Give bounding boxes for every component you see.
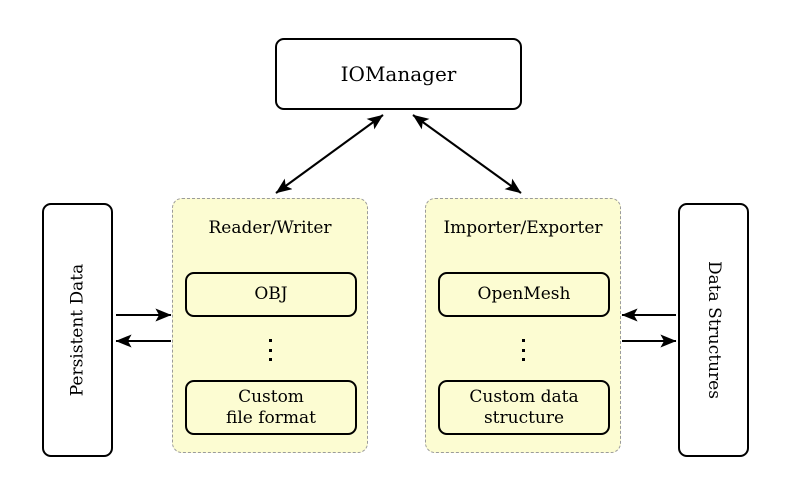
- node-custom-data-structure[interactable]: Custom data structure: [438, 380, 610, 435]
- group-reader-writer[interactable]: Reader/Writer OBJ Custom file format: [172, 198, 368, 453]
- node-custom-data-structure-label-line2: structure: [483, 407, 565, 428]
- node-iomanager[interactable]: IOManager: [275, 38, 522, 110]
- node-persistent-data[interactable]: Persistent Data: [42, 203, 113, 457]
- ellipsis-importer-exporter: [521, 339, 525, 361]
- node-data-structures[interactable]: Data Structures: [678, 203, 749, 457]
- node-custom-file-format-label-line1: Custom: [238, 387, 304, 408]
- group-importer-exporter-title: Importer/Exporter: [443, 218, 603, 238]
- node-openmesh-label: OpenMesh: [477, 284, 571, 305]
- node-openmesh[interactable]: OpenMesh: [438, 272, 610, 317]
- arrow-iomanager-importerexporter: [412, 114, 522, 194]
- ellipsis-reader-writer: [268, 339, 272, 361]
- node-custom-file-format-label-line2: file format: [226, 407, 316, 428]
- node-obj[interactable]: OBJ: [185, 272, 357, 317]
- group-reader-writer-title: Reader/Writer: [208, 218, 332, 238]
- node-persistent-data-label: Persistent Data: [67, 263, 88, 397]
- node-obj-label: OBJ: [254, 284, 288, 305]
- node-custom-file-format[interactable]: Custom file format: [185, 380, 357, 435]
- node-iomanager-label: IOManager: [340, 62, 457, 86]
- node-data-structures-label: Data Structures: [703, 261, 724, 399]
- arrow-iomanager-readerwriter: [275, 114, 384, 194]
- node-custom-data-structure-label-line1: Custom data: [469, 387, 579, 408]
- group-importer-exporter[interactable]: Importer/Exporter OpenMesh Custom data s…: [425, 198, 621, 453]
